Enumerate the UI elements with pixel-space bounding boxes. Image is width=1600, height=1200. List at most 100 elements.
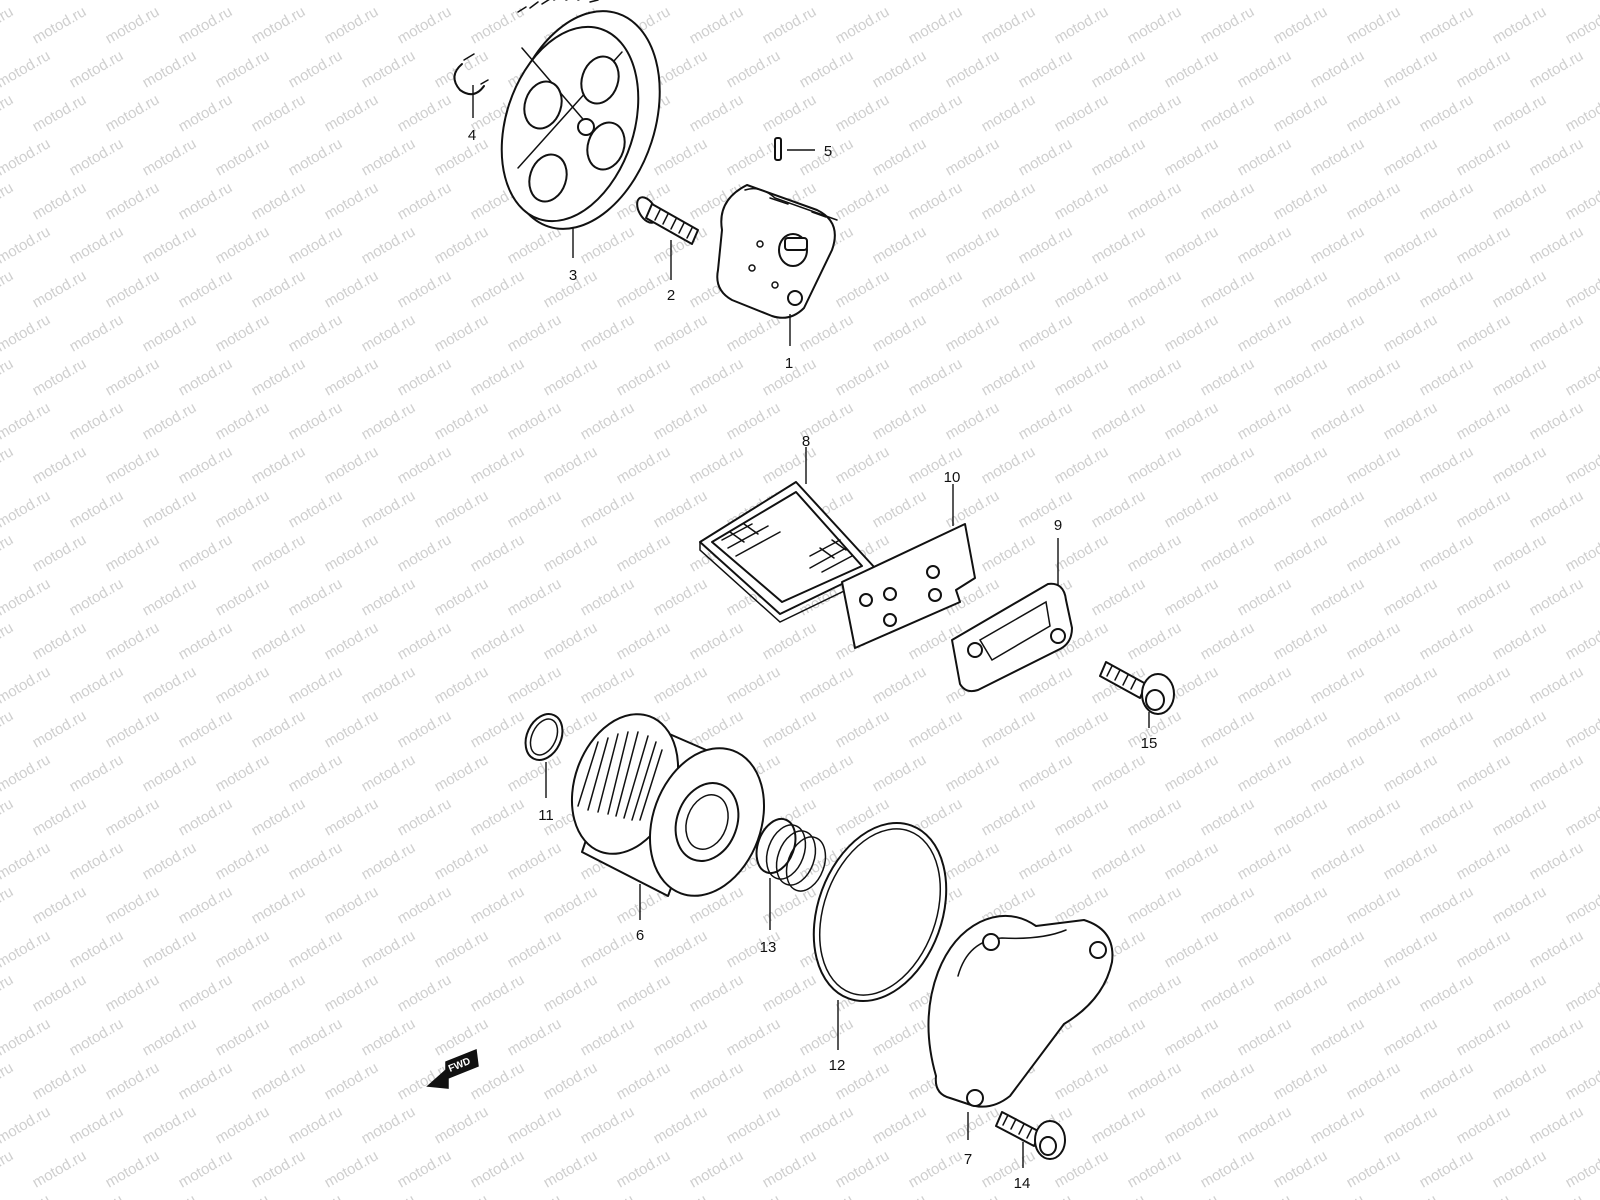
watermark-text: motod.ru <box>0 795 16 839</box>
watermark-text: motod.ru <box>505 839 565 883</box>
watermark-text: motod.ru <box>1563 795 1600 839</box>
watermark-text: motod.ru <box>870 311 930 355</box>
watermark-text: motod.ru <box>1417 1147 1477 1191</box>
watermark-text: motod.ru <box>651 575 711 619</box>
watermark-text: motod.ru <box>103 1147 163 1191</box>
watermark-text: motod.ru <box>30 619 90 663</box>
watermark-text: motod.ru <box>687 443 747 487</box>
watermark-text: motod.ru <box>359 575 419 619</box>
watermark-text: motod.ru <box>359 311 419 355</box>
watermark-text: motod.ru <box>1454 135 1514 179</box>
watermark-text: motod.ru <box>213 1015 273 1059</box>
watermark-text: motod.ru <box>286 311 346 355</box>
watermark-text: motod.ru <box>1490 267 1550 311</box>
part-oil-pump <box>716 184 838 319</box>
watermark-text: motod.ru <box>505 311 565 355</box>
watermark-text: motod.ru <box>30 355 90 399</box>
watermark-text: motod.ru <box>140 487 200 531</box>
callout-7: 7 <box>964 1151 972 1168</box>
watermark-text: motod.ru <box>1052 91 1112 135</box>
watermark-text: motod.ru <box>30 883 90 927</box>
watermark-text: motod.ru <box>176 883 236 927</box>
callout-1: 1 <box>785 355 793 372</box>
watermark-text: motod.ru <box>1235 47 1295 91</box>
watermark-text: motod.ru <box>1527 751 1587 795</box>
watermark-text: motod.ru <box>1125 1059 1185 1103</box>
watermark-text: motod.ru <box>1417 531 1477 575</box>
watermark-text: motod.ru <box>395 443 455 487</box>
watermark-text: motod.ru <box>943 0 1003 3</box>
watermark-text: motod.ru <box>1089 135 1149 179</box>
watermark-text: motod.ru <box>1490 91 1550 135</box>
watermark-text: motod.ru <box>1125 355 1185 399</box>
watermark-text: motod.ru <box>760 883 820 927</box>
watermark-text: motod.ru <box>395 883 455 927</box>
watermark-text: motod.ru <box>0 707 16 751</box>
watermark-text: motod.ru <box>724 1191 784 1200</box>
watermark-text: motod.ru <box>1125 443 1185 487</box>
watermark-text: motod.ru <box>906 1147 966 1191</box>
watermark-text: motod.ru <box>359 135 419 179</box>
watermark-text: motod.ru <box>213 575 273 619</box>
watermark-text: motod.ru <box>1417 1059 1477 1103</box>
watermark-text: motod.ru <box>1527 223 1587 267</box>
watermark-text: motod.ru <box>906 179 966 223</box>
watermark-text: motod.ru <box>1454 47 1514 91</box>
watermark-text: motod.ru <box>468 1147 528 1191</box>
watermark-text: motod.ru <box>541 1147 601 1191</box>
watermark-text: motod.ru <box>1125 531 1185 575</box>
watermark-text: motod.ru <box>395 707 455 751</box>
watermark-text: motod.ru <box>687 355 747 399</box>
watermark-text: motod.ru <box>322 179 382 223</box>
watermark-text: motod.ru <box>286 663 346 707</box>
watermark-text: motod.ru <box>505 927 565 971</box>
part-pin <box>774 137 782 161</box>
watermark-text: motod.ru <box>760 3 820 47</box>
watermark-text: motod.ru <box>286 839 346 883</box>
watermark-text: motod.ru <box>103 883 163 927</box>
watermark-text: motod.ru <box>1198 1059 1258 1103</box>
watermark-text: motod.ru <box>286 1191 346 1200</box>
watermark-text: motod.ru <box>505 1015 565 1059</box>
part-gasket <box>841 523 976 649</box>
watermark-text: motod.ru <box>1527 839 1587 883</box>
watermark-text: motod.ru <box>432 399 492 443</box>
watermark-text: motod.ru <box>541 883 601 927</box>
watermark-text: motod.ru <box>541 619 601 663</box>
watermark-text: motod.ru <box>1563 355 1600 399</box>
watermark-text: motod.ru <box>1235 0 1295 3</box>
watermark-text: motod.ru <box>724 1015 784 1059</box>
watermark-text: motod.ru <box>906 267 966 311</box>
watermark-text: motod.ru <box>1235 575 1295 619</box>
watermark-text: motod.ru <box>614 1059 674 1103</box>
watermark-text: motod.ru <box>1271 267 1331 311</box>
watermark-text: motod.ru <box>651 1015 711 1059</box>
watermark-text: motod.ru <box>286 0 346 3</box>
watermark-text: motod.ru <box>614 267 674 311</box>
watermark-text: motod.ru <box>395 355 455 399</box>
watermark-text: motod.ru <box>0 971 16 1015</box>
watermark-text: motod.ru <box>1454 487 1514 531</box>
watermark-text: motod.ru <box>286 575 346 619</box>
watermark-text: motod.ru <box>1563 619 1600 663</box>
watermark-text: motod.ru <box>0 531 16 575</box>
watermark-text: motod.ru <box>213 839 273 883</box>
watermark-text: motod.ru <box>249 1147 309 1191</box>
watermark-text: motod.ru <box>724 311 784 355</box>
watermark-text: motod.ru <box>979 707 1039 751</box>
watermark-text: motod.ru <box>724 1103 784 1147</box>
watermark-text: motod.ru <box>1490 179 1550 223</box>
watermark-text: motod.ru <box>0 179 16 223</box>
watermark-text: motod.ru <box>1016 223 1076 267</box>
callout-3: 3 <box>569 267 577 284</box>
watermark-text: motod.ru <box>1162 487 1222 531</box>
watermark-text: motod.ru <box>1381 135 1441 179</box>
watermark-text: motod.ru <box>103 795 163 839</box>
watermark-text: motod.ru <box>30 179 90 223</box>
watermark-text: motod.ru <box>1490 531 1550 575</box>
watermark-text: motod.ru <box>1417 355 1477 399</box>
watermark-text: motod.ru <box>1308 399 1368 443</box>
part-spring <box>755 817 827 892</box>
watermark-text: motod.ru <box>1563 1059 1600 1103</box>
watermark-text: motod.ru <box>176 531 236 575</box>
